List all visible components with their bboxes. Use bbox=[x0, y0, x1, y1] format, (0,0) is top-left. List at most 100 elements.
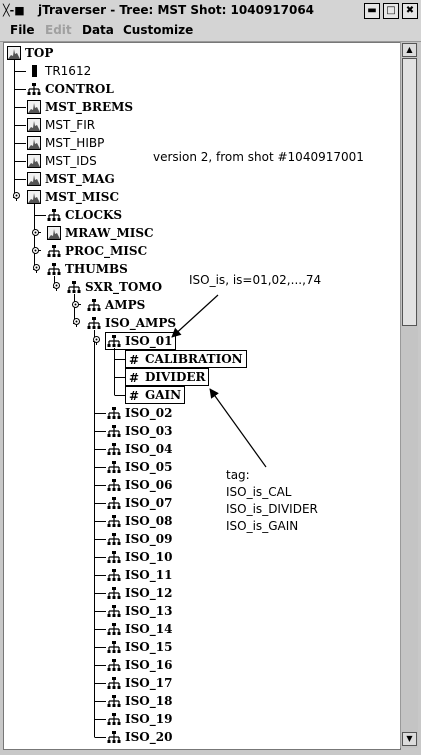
vertical-scrollbar[interactable]: ▲ ▼ bbox=[400, 42, 418, 748]
version-annotation: version 2, from shot #1040917001 bbox=[153, 150, 364, 164]
tree-node[interactable]: ISO_05 bbox=[4, 458, 400, 476]
tree-node-label: ISO_15 bbox=[125, 640, 173, 654]
tag-annotation-gain: ISO_is_GAIN bbox=[226, 519, 299, 533]
highlight-box bbox=[105, 332, 177, 350]
tree-node[interactable]: ISO_04 bbox=[4, 440, 400, 458]
tree-node-label: ISO_11 bbox=[125, 568, 173, 582]
tree-node[interactable]: ISO_16 bbox=[4, 656, 400, 674]
tree-node[interactable]: # GAIN bbox=[4, 386, 400, 404]
tree-node-label: MST_FIR bbox=[45, 118, 96, 132]
tag-annotation-cal: ISO_is_CAL bbox=[226, 485, 292, 499]
svg-text:#: # bbox=[129, 353, 139, 366]
svg-text:#: # bbox=[129, 389, 139, 402]
title-bar: ╳‑■ jTraverser - Tree: MST Shot: 1040917… bbox=[0, 0, 421, 23]
tree-node[interactable]: ISO_09 bbox=[4, 530, 400, 548]
maximize-button[interactable]: □ bbox=[383, 3, 399, 19]
tree-connector-lines bbox=[13, 60, 126, 738]
tree-node[interactable]: MST_MISC bbox=[4, 188, 400, 206]
tree-node[interactable]: ISO_14 bbox=[4, 620, 400, 638]
tree-node-label: ISO_06 bbox=[125, 478, 173, 492]
tree-node-label: MRAW_MISC bbox=[65, 226, 154, 240]
tree-node[interactable]: CONTROL bbox=[4, 80, 400, 98]
tree-node[interactable]: SXR_TOMO bbox=[4, 278, 400, 296]
window-menu-icon[interactable]: ╳‑■ bbox=[3, 4, 25, 17]
tree-node-label: ISO_01 bbox=[125, 334, 173, 348]
highlight-box bbox=[125, 386, 186, 404]
scrollbar-thumb[interactable] bbox=[402, 58, 417, 326]
tree-node-label: ISO_07 bbox=[125, 496, 173, 510]
tree-node[interactable]: MST_HIBP bbox=[4, 134, 400, 152]
tree-node-label: PROC_MISC bbox=[65, 244, 148, 258]
tree-node-label: ISO_14 bbox=[125, 622, 173, 636]
scroll-down-arrow-icon[interactable]: ▼ bbox=[402, 732, 417, 746]
tree-node[interactable]: TOP bbox=[4, 44, 400, 62]
close-button[interactable]: ✖ bbox=[402, 3, 418, 19]
tree-node-label: ISO_02 bbox=[125, 406, 173, 420]
tree-node[interactable]: AMPS bbox=[4, 296, 400, 314]
tree-node[interactable]: ISO_07 bbox=[4, 494, 400, 512]
tree-node[interactable]: MRAW_MISC bbox=[4, 224, 400, 242]
tree-node[interactable]: TR1612 bbox=[4, 62, 400, 80]
tree-node-label: ISO_08 bbox=[125, 514, 173, 528]
tree-node-label: ISO_13 bbox=[125, 604, 173, 618]
tree-node[interactable]: ISO_19 bbox=[4, 710, 400, 728]
tree-node-label: TOP bbox=[25, 46, 54, 60]
tree-node[interactable]: ISO_18 bbox=[4, 692, 400, 710]
tree-node[interactable]: MST_FIR bbox=[4, 116, 400, 134]
tree-node[interactable]: ISO_12 bbox=[4, 584, 400, 602]
tree-node-label: ISO_18 bbox=[125, 694, 173, 708]
tree-node-label: ISO_AMPS bbox=[105, 316, 177, 330]
tag-annotation-title: tag: bbox=[226, 468, 250, 482]
tree-node-label: ISO_17 bbox=[125, 676, 173, 690]
tree-node[interactable]: ISO_08 bbox=[4, 512, 400, 530]
tree-node-label: MST_MAG bbox=[45, 172, 115, 186]
tree-node-label: ISO_10 bbox=[125, 550, 173, 564]
tree-node[interactable]: THUMBS bbox=[4, 260, 400, 278]
tree-node-label: TR1612 bbox=[45, 64, 92, 78]
tree-node[interactable]: ISO_10 bbox=[4, 548, 400, 566]
tree-node-label: CONTROL bbox=[45, 82, 114, 96]
tree-node-label: ISO_16 bbox=[125, 658, 173, 672]
menu-customize[interactable]: Customize bbox=[123, 23, 194, 37]
tree-node[interactable]: ISO_17 bbox=[4, 674, 400, 692]
tree-node[interactable]: MST_BREMS bbox=[4, 98, 400, 116]
tree-node-label: ISO_09 bbox=[125, 532, 173, 546]
tree-node-label: DIVIDER bbox=[145, 370, 206, 384]
menu-data[interactable]: Data bbox=[82, 23, 114, 37]
tree-node[interactable]: ISO_11 bbox=[4, 566, 400, 584]
tree-node-label: MST_BREMS bbox=[45, 100, 134, 114]
tree-node[interactable]: MST_IDS bbox=[4, 152, 400, 170]
tree-node[interactable]: CLOCKS bbox=[4, 206, 400, 224]
tree-node-label: CLOCKS bbox=[65, 208, 123, 222]
minimize-button[interactable]: ▬ bbox=[364, 3, 380, 19]
tree-node-label: MST_IDS bbox=[45, 154, 97, 168]
tree-node[interactable]: # DIVIDER bbox=[4, 368, 400, 386]
tree-node[interactable]: MST_MAG bbox=[4, 170, 400, 188]
tree-node[interactable]: ISO_01 bbox=[4, 332, 400, 350]
tree-node-label: ISO_12 bbox=[125, 586, 173, 600]
tree-node-label: ISO_03 bbox=[125, 424, 173, 438]
tree-node[interactable]: PROC_MISC bbox=[4, 242, 400, 260]
tree-node-label: ISO_20 bbox=[125, 730, 173, 744]
tree-node[interactable]: #CALIBRATION bbox=[4, 350, 400, 368]
tree-node[interactable]: ISO_13 bbox=[4, 602, 400, 620]
tree-node[interactable]: ISO_15 bbox=[4, 638, 400, 656]
tree-node-label: GAIN bbox=[145, 388, 182, 402]
tree-node-label: THUMBS bbox=[65, 262, 128, 276]
menu-file[interactable]: File bbox=[10, 23, 35, 37]
tree-node[interactable]: ISO_03 bbox=[4, 422, 400, 440]
window-title: jTraverser - Tree: MST Shot: 1040917064 bbox=[38, 3, 315, 17]
iso-naming-annotation: ISO_is, is=01,02,...,74 bbox=[189, 273, 322, 287]
menu-edit[interactable]: Edit bbox=[45, 23, 72, 37]
tree-node[interactable]: ISO_20 bbox=[4, 728, 400, 746]
highlight-box bbox=[125, 350, 247, 368]
scroll-up-arrow-icon[interactable]: ▲ bbox=[402, 43, 417, 57]
tree-node-label: MST_HIBP bbox=[45, 136, 105, 150]
tag-annotation-divider: ISO_is_DIVIDER bbox=[226, 502, 318, 516]
tree-node[interactable]: ISO_AMPS bbox=[4, 314, 400, 332]
tree-node[interactable]: ISO_06 bbox=[4, 476, 400, 494]
svg-text:#: # bbox=[129, 371, 139, 384]
tree-node[interactable]: ISO_02 bbox=[4, 404, 400, 422]
tree-node-label: MST_MISC bbox=[45, 190, 119, 204]
